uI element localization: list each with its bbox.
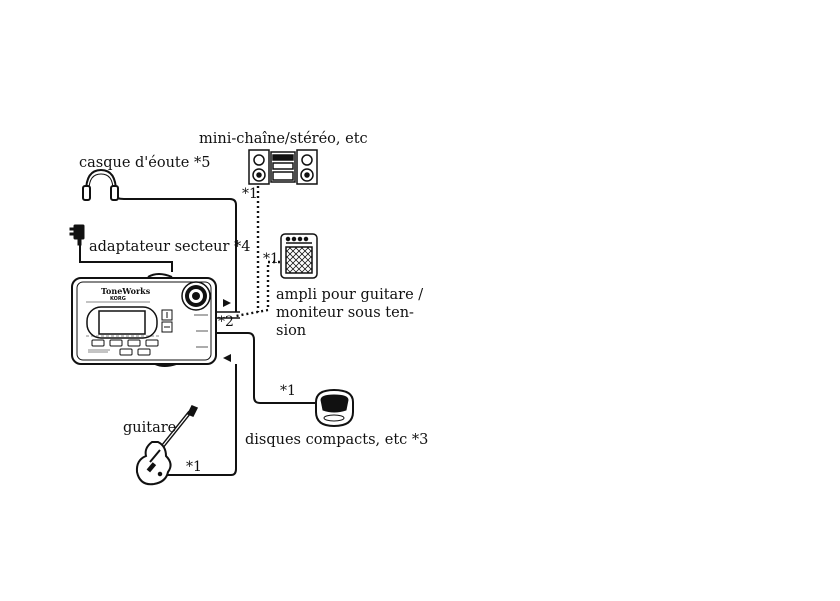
guitar-cable-note: *1 [186, 459, 202, 476]
output-jack-note: *2 [218, 314, 234, 331]
device-display [99, 311, 145, 334]
stereo-cable-note: *1 [242, 186, 258, 203]
amp-label-line-3: sion [276, 323, 306, 340]
play-button[interactable] [120, 349, 132, 355]
adapter-label: adaptateur secteur *4 [89, 239, 251, 256]
mode-button-2[interactable] [110, 340, 122, 346]
cd-cable-note: *1 [280, 383, 296, 400]
toneworks-device: ToneWorks KORG [72, 274, 216, 366]
amp-label-line-1: ampli pour guitare / [276, 287, 423, 304]
cd-player-icon [316, 390, 353, 426]
cd-label: disques compacts, etc *3 [245, 432, 428, 449]
input-arrow [223, 354, 231, 362]
volume-dial[interactable] [182, 282, 210, 310]
headphones-label: casque d'éoute *5 [79, 155, 210, 172]
stereo-icon [249, 150, 317, 184]
mode-button-1[interactable] [92, 340, 104, 346]
stereo-label: mini-chaîne/stéréo, etc [199, 131, 368, 148]
amp-label-line-2: moniteur sous ten- [276, 305, 414, 322]
guitar-label: guitare [123, 420, 176, 437]
amp-cable-note: *1 [263, 251, 279, 268]
cd-cable [215, 333, 316, 403]
device-brand: ToneWorks [101, 286, 151, 296]
mode-button-3[interactable] [128, 340, 140, 346]
mode-button-4[interactable] [146, 340, 158, 346]
guitar-amp-icon [281, 234, 317, 278]
device-maker: KORG [110, 296, 126, 302]
stop-button[interactable] [138, 349, 150, 355]
headphones-icon [83, 170, 118, 200]
output-arrow [223, 299, 231, 307]
ac-adapter-icon [70, 225, 84, 245]
